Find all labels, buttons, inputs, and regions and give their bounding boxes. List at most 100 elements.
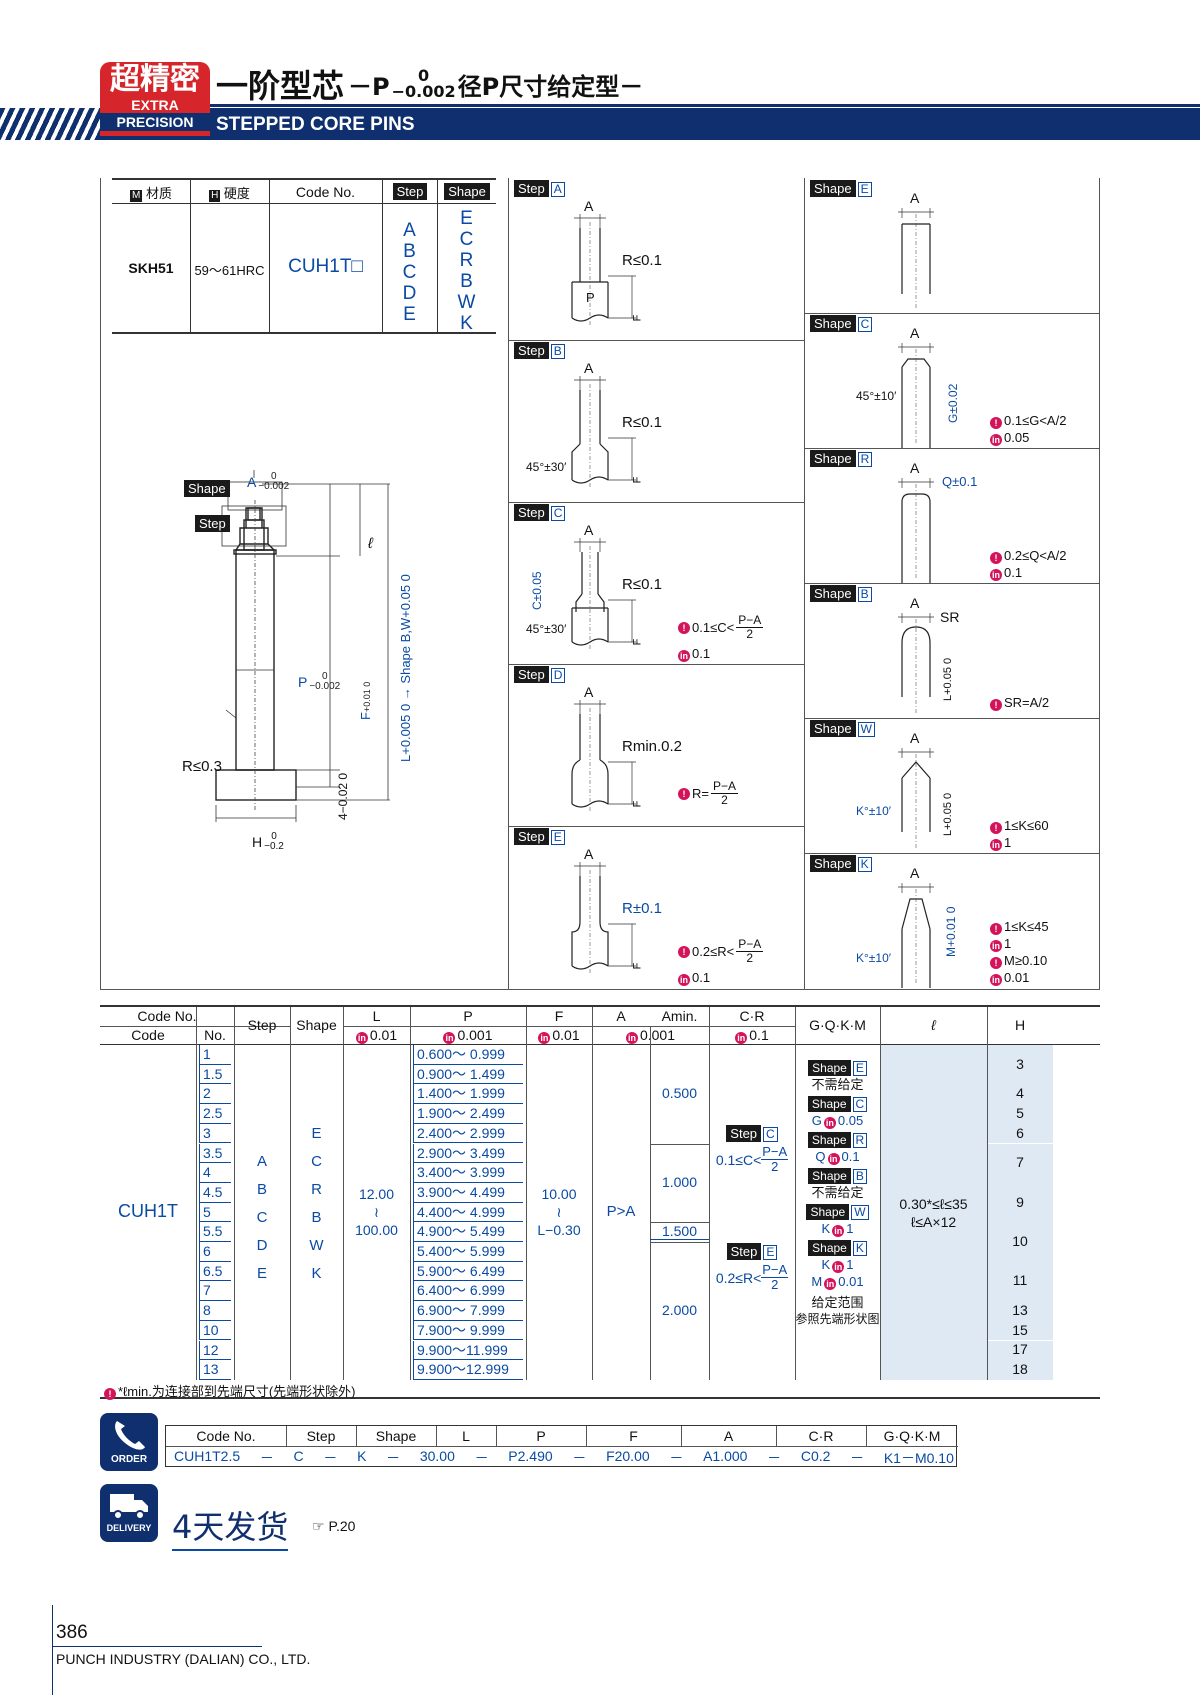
drawing-shape-badge: Shape: [184, 480, 230, 497]
f-f_bot: L−0.30: [537, 1222, 581, 1238]
table-row-p: 2.400～ 2.999: [413, 1123, 523, 1144]
a-tol-top: 0: [271, 471, 277, 482]
table-h: 18: [1012, 1361, 1028, 1378]
footer-vline: [52, 1605, 53, 1695]
table-row-p: 3.400～ 3.999: [413, 1163, 523, 1183]
order-label: ORDER: [110, 1454, 148, 1465]
table-h: 17: [1012, 1341, 1028, 1358]
table-amin: 1.000: [661, 1173, 698, 1190]
shape-note-text: 1: [1004, 936, 1012, 951]
shape-letter: R: [857, 452, 873, 467]
note-icon: !: [990, 923, 1002, 935]
gqkm-letter: W: [851, 1205, 869, 1220]
order-value: －: [323, 1450, 338, 1466]
order-vline: [776, 1426, 777, 1446]
frac-den: 2: [771, 1159, 779, 1174]
title-tolerance: 0 −0.002: [392, 68, 456, 100]
shape-note: !1≤K≤60: [990, 818, 1049, 834]
gqkm-badge: Shape: [806, 1204, 850, 1220]
th-unit-cr-text: 0.1: [749, 1027, 769, 1043]
shape-a-label: A: [910, 865, 920, 881]
shape-note-text: 0.1: [1004, 565, 1023, 580]
table-row-no: 12: [199, 1340, 231, 1361]
badge-extra-precision: 超精密 EXTRA PRECISION: [100, 62, 210, 136]
order-vline: [496, 1426, 497, 1446]
unit-icon: in: [823, 1117, 836, 1129]
gqkm-value-label: K: [821, 1257, 831, 1272]
order-value: K: [357, 1448, 367, 1464]
shape-letter: C: [857, 317, 873, 332]
table-row-no: 4.5: [199, 1182, 231, 1203]
th-unit-p-text: 0.001: [457, 1027, 493, 1043]
p-tol-top: 0: [322, 671, 328, 682]
drawing-l-label: L+0.005 0 → Shape B,W+0.05 0: [398, 574, 413, 762]
frac-num: P−A: [710, 779, 738, 794]
table-vline: [650, 1026, 651, 1380]
cr-step-letter: C: [763, 1127, 778, 1142]
table-h-bg: [988, 1143, 1053, 1183]
a-tol-bot: −0.002: [258, 481, 290, 492]
shape-a-label: A: [910, 730, 920, 746]
table-row-no: 2: [199, 1084, 231, 1105]
gqkm-badge: Shape: [808, 1060, 851, 1076]
table-row-p: 1.400～ 1.999: [413, 1084, 523, 1105]
unit-icon: in: [824, 1278, 837, 1290]
shape-badge: Shape: [810, 450, 856, 467]
note-icon: !: [990, 552, 1002, 564]
l-l_top: 12.00: [358, 1186, 395, 1202]
shape-sr-label: SR: [940, 609, 960, 625]
shape-m-label: M+0.01 0: [944, 906, 958, 957]
hdr-step: Step: [392, 183, 428, 200]
step-angle-label: 45°±30′: [526, 622, 567, 636]
shape-letter: E: [857, 182, 872, 197]
table-row-no: 5.5: [199, 1222, 231, 1242]
shape-note-text: 0.2≤Q<A/2: [1004, 548, 1067, 563]
spec-step-C: C: [402, 262, 417, 283]
cr-step-letter: E: [763, 1245, 778, 1260]
shape-row-div-3: [804, 583, 1100, 584]
drawing-r: R≤0.3: [182, 758, 222, 775]
gqkm-letter: K: [852, 1241, 867, 1256]
step-note-text: 0.1≤C<: [692, 620, 735, 635]
shape-a-label: A: [910, 190, 920, 206]
f-f_mid: ≀: [556, 1204, 562, 1220]
table-row-no: 6: [199, 1242, 231, 1262]
table-h-bg: [988, 1261, 1053, 1302]
th-ell: ℓ: [931, 1017, 936, 1033]
spec-hardness: 59～61HRC: [194, 263, 265, 278]
badge-en2: PRECISION: [100, 113, 210, 131]
table-h: 7: [1016, 1154, 1024, 1171]
drawing-f-tol: +0.01 0: [362, 681, 372, 713]
note-icon: !: [990, 957, 1002, 969]
l-l_mid: ≀: [373, 1204, 380, 1220]
company-name: PUNCH INDUSTRY (DALIAN) CO., LTD.: [56, 1651, 311, 1667]
step-f-label: F: [631, 314, 644, 322]
cr-step-badge: Step: [726, 1243, 762, 1260]
step-f-label: F: [631, 800, 644, 808]
hdr-material: M 材质: [112, 183, 190, 202]
table-row-no: 5: [199, 1202, 231, 1223]
th-gqkm: G·Q·K·M: [809, 1017, 866, 1033]
shape-l-label: L+0.05 0: [942, 792, 954, 836]
shape-badge: Shape: [810, 315, 856, 332]
step-badge: Step: [514, 180, 549, 197]
main-drawing: [215, 470, 390, 822]
spec-shape-W: W: [457, 292, 476, 313]
main-frame: [100, 178, 1100, 990]
table-row-p: 6.400～ 6.999: [413, 1281, 523, 1302]
shape-note-text: SR=A/2: [1004, 695, 1050, 710]
table-h-bg: [988, 1360, 1053, 1380]
tol-bot: −0.002: [391, 82, 456, 101]
gqkm-value-num: 1: [846, 1257, 854, 1272]
footnote-icon: !: [104, 1388, 116, 1400]
